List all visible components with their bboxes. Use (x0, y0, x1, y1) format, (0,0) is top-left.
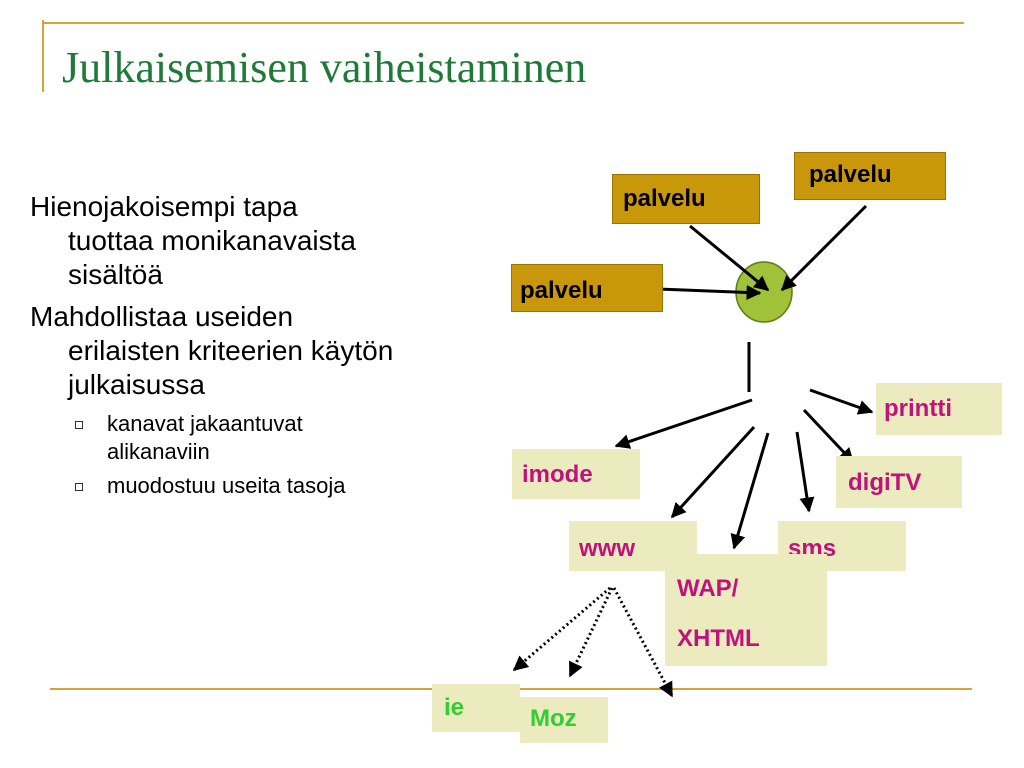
browser-label: ie (444, 694, 465, 721)
channel-label: imode (522, 461, 593, 488)
channel-arrow (795, 431, 815, 513)
service-arrow (689, 224, 770, 292)
browser-label: Moz (530, 705, 577, 732)
browser-arrow (612, 587, 674, 698)
accent-rule-top (42, 22, 964, 24)
square-bullet-icon (75, 483, 83, 491)
accent-rule-vertical (42, 20, 44, 92)
channel-arrow (809, 388, 874, 415)
browser-box: Moz (520, 697, 608, 743)
square-bullet-icon (75, 421, 83, 429)
channel-box: sms (778, 521, 906, 571)
channel-box: printti (876, 383, 1002, 435)
page-title: Julkaisemisen vaiheistaminen (62, 43, 587, 92)
sub-bullet-item: kanavat jakaantuvat alikanaviin (30, 410, 510, 466)
browser-arrow (512, 586, 611, 672)
channel-arrow (670, 425, 756, 519)
bullet-text: Mahdollistaa useiden (30, 301, 294, 332)
service-arrow (780, 204, 868, 292)
sub-bullet-item: muodostuu useita tasoja (30, 472, 510, 500)
channel-box: digiTV (836, 456, 962, 508)
channel-box: imode (512, 449, 640, 499)
service-box: palvelu (511, 264, 663, 312)
browser-box: ie (432, 684, 520, 732)
service-box: palvelu (794, 152, 946, 200)
service-label: palvelu (623, 185, 706, 212)
service-arrow (657, 284, 762, 300)
bullet-item: Hienojakoisempi tapa tuottaa monikanavai… (30, 190, 510, 292)
channel-arrow (614, 398, 753, 449)
channel-box: WAP/ XHTML (665, 554, 827, 666)
sub-bullet-text: muodostuu useita tasoja (107, 473, 346, 498)
bullet-list: Hienojakoisempi tapa tuottaa monikanavai… (30, 190, 510, 506)
service-label: palvelu (520, 277, 603, 304)
service-label: palvelu (809, 161, 892, 188)
channel-arrow (802, 408, 855, 464)
bullet-text: Hienojakoisempi tapa (30, 191, 298, 222)
bullet-item: Mahdollistaa useiden erilaisten kriteeri… (30, 300, 510, 402)
bullet-text: erilaisten kriteerien käytön (68, 335, 394, 366)
channel-label: printti (884, 395, 952, 422)
channel-arrow (730, 432, 770, 550)
channel-label: XHTML (677, 625, 760, 652)
bullet-text: tuottaa monikanavaista (68, 225, 356, 256)
sub-bullet-text: alikanaviin (107, 439, 210, 464)
channel-label: digiTV (848, 469, 922, 496)
sub-bullet-text: kanavat jakaantuvat (107, 411, 303, 436)
bullet-text: julkaisussa (68, 369, 205, 400)
bullet-text: sisältöä (68, 259, 163, 290)
service-box: palvelu (612, 174, 760, 224)
channel-label: WAP/ (677, 575, 739, 602)
browser-arrow (568, 587, 614, 678)
channel-label: www (579, 535, 636, 562)
